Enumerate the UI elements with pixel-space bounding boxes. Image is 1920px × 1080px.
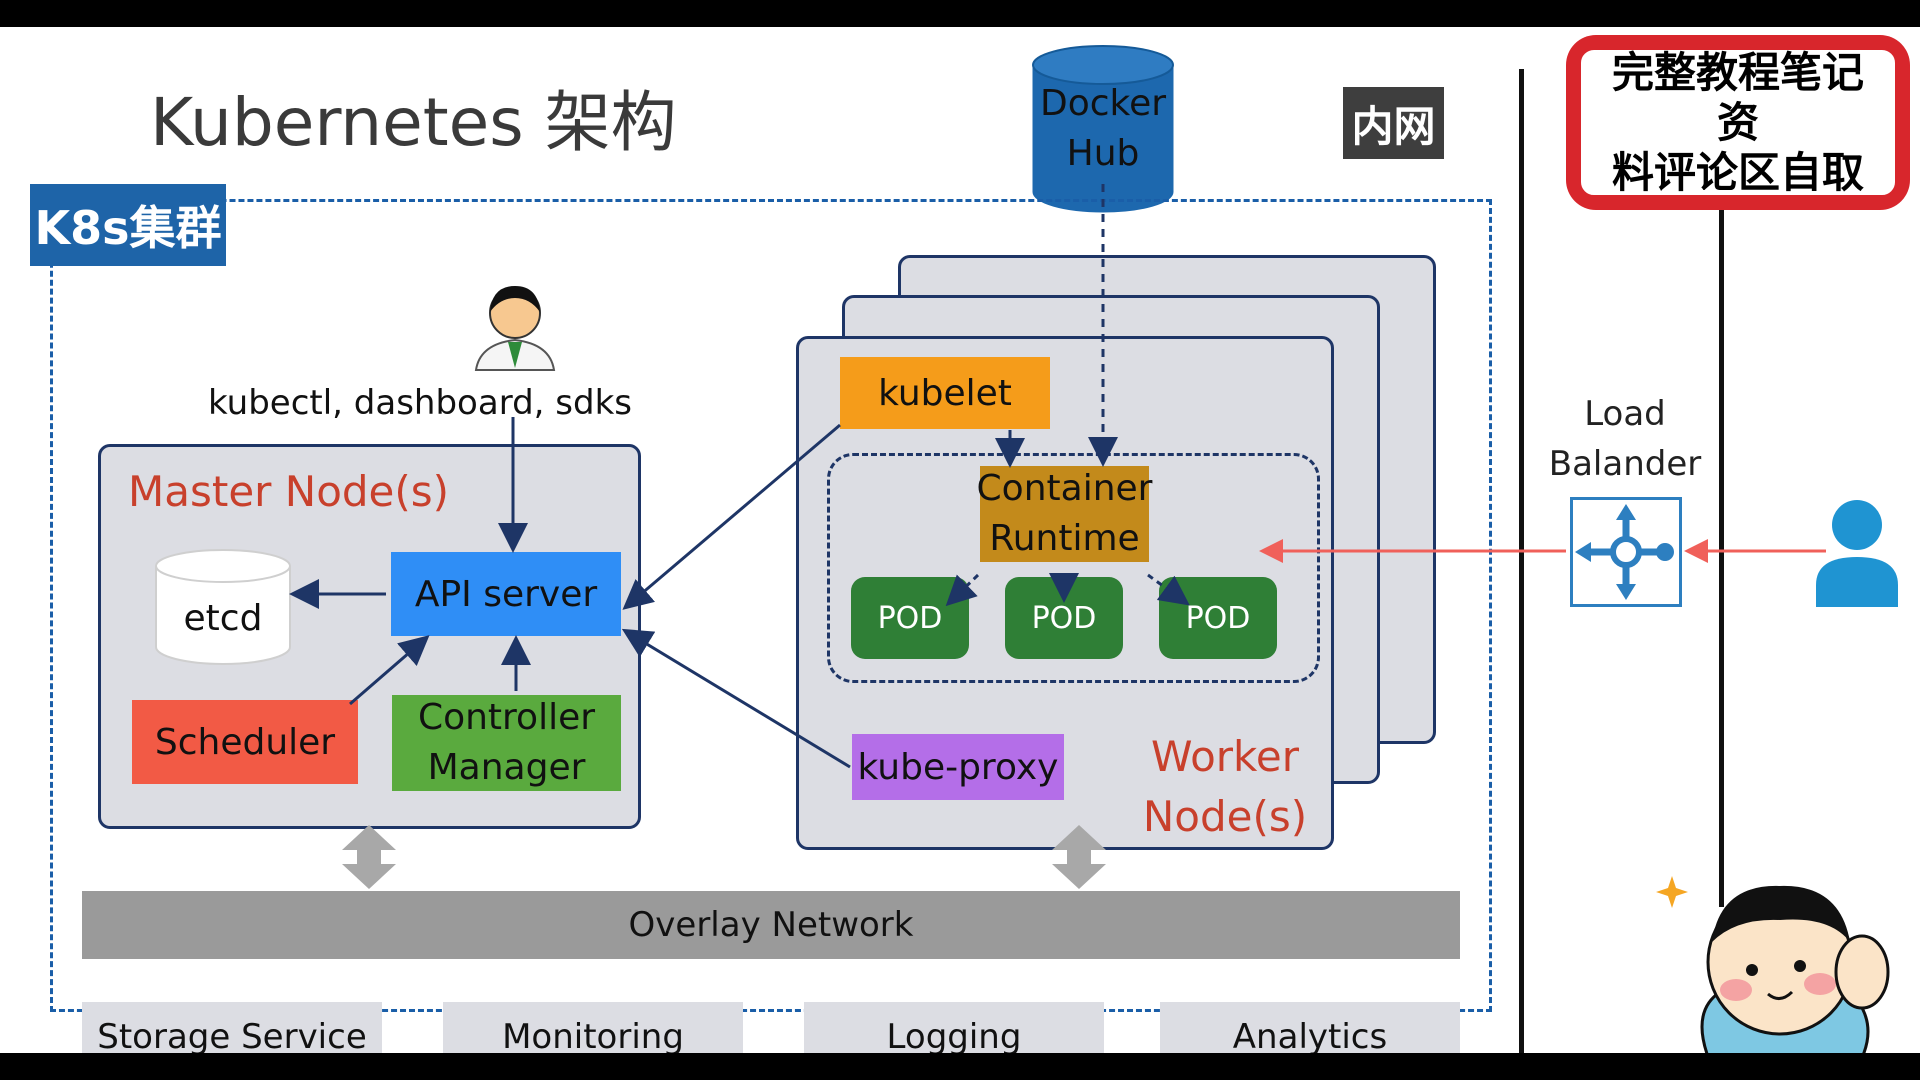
load-balancer-line2: Balander [1548,444,1702,484]
controller-manager-line1: Controller [417,697,596,738]
master-node-label: Master Node(s) [128,467,450,516]
kubelet-to-api-arrow [622,423,841,610]
analytics-box: Analytics [1160,1002,1460,1053]
worker-network-link-icon [1052,825,1106,889]
promo-line1: 完整教程笔记资 [1611,47,1864,147]
promo-stamp: 完整教程笔记资 料评论区自取 [1566,35,1910,210]
storage-service-box: Storage Service [82,1002,382,1053]
external-boundary-line [1719,207,1724,907]
container-runtime-line1: Container [976,468,1153,509]
docker-hub-line2: Hub [1066,133,1140,174]
master-network-link-icon [342,825,396,889]
admin-user-icon [474,286,556,371]
network-link-arrows [342,825,1106,889]
kube-proxy-to-api-arrow [621,628,851,769]
docker-hub-cylinder-icon [1032,45,1174,213]
controller-manager-line2: Manager [427,747,586,788]
monitoring-box: Monitoring [443,1002,743,1053]
docker-hub-label: Docker Hub [1030,79,1176,179]
pod-runtime-group [827,453,1320,683]
controller-manager-box: Controller Manager [392,695,621,791]
scheduler-to-api-arrow [349,635,430,706]
runtime-to-pod-arrow [945,573,980,607]
external-user-icon [1816,500,1898,607]
etcd-label: etcd [183,597,263,639]
cartoon-character-icon [1656,876,1890,1053]
etcd-cylinder-icon [155,549,291,665]
kube-proxy-box: kube-proxy [852,734,1064,800]
load-balancer-box [1570,497,1682,607]
k8s-cluster-label: K8s集群 [30,184,226,266]
runtime-to-pod-arrow [1147,573,1190,606]
promo-stamp-inner: 完整教程笔记资 料评论区自取 [1578,47,1898,198]
docker-hub-line1: Docker [1039,83,1167,124]
intranet-badge: 内网 [1343,87,1444,159]
promo-line2: 料评论区自取 [1611,147,1864,197]
worker-node-line1: Worker [1151,732,1299,781]
load-balancer-icon [1575,504,1674,600]
k8s-cluster-boundary [50,199,1492,1012]
scheduler-box: Scheduler [132,700,358,784]
page-title: Kubernetes 架构 [150,84,677,161]
clients-label: kubectl, dashboard, sdks [208,383,632,423]
container-runtime-box: Container Runtime [977,466,1152,562]
worker-node-line2: Node(s) [1142,792,1308,841]
network-boundary-line [1519,69,1524,1053]
load-balancer-line1: Load [1584,394,1666,434]
kubelet-box: kubelet [840,357,1050,429]
logging-box: Logging [804,1002,1104,1053]
connectors-layer [289,184,1826,889]
overlay-network-bar: Overlay Network [82,891,1460,959]
worker-node-label: Worker Node(s) [1130,727,1320,847]
slide: Kubernetes 架构 Docker Hub 内网 K8s集群 Master… [0,27,1920,1053]
container-runtime-line2: Runtime [989,518,1140,559]
api-server-box: API server [391,552,621,636]
load-balancer-label: Load Balander [1540,389,1710,489]
